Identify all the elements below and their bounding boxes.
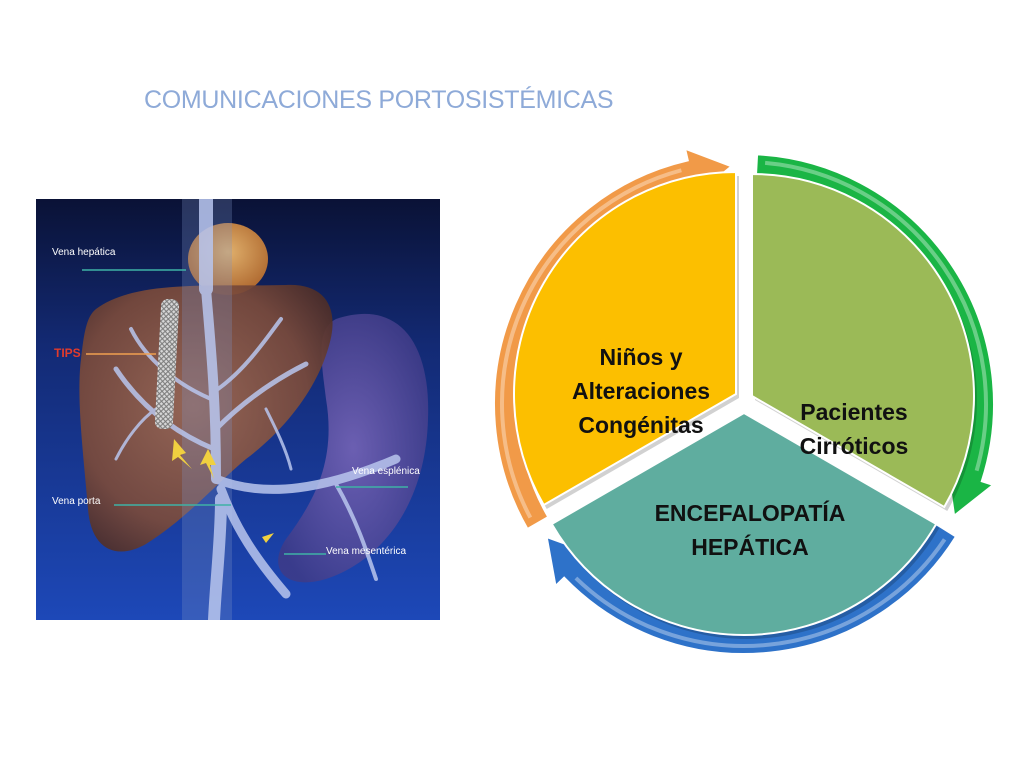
cycle-segments (513, 170, 977, 639)
cycle-segment-cirroticos (751, 172, 975, 509)
portal-vein-label: Vena porta (52, 496, 101, 507)
cycle-label-ninos-line-3: Congénitas (578, 412, 703, 438)
cycle-segment-ninos (513, 170, 737, 507)
cycle-arrow-highlight-cirroticos (764, 160, 988, 472)
vein-branches (113, 199, 401, 620)
cycle-label-cirroticos-line-2: Cirróticos (800, 433, 909, 459)
cycle-label-encefalopatia-line-1: ENCEFALOPATÍA (655, 499, 846, 526)
liver-anatomy-figure: Vena hepática TIPS Vena esplénica Vena p… (36, 199, 440, 620)
cycle-label-encefalopatia-line-2: HEPÁTICA (691, 533, 809, 560)
tips-stent (154, 298, 180, 430)
cycle-segment-encefalopatia (550, 411, 938, 636)
stomach-shape (278, 313, 429, 583)
tips-label: TIPS (54, 346, 81, 360)
slide-title: COMUNICACIONES PORTOSISTÉMICAS (144, 86, 614, 114)
anatomy-illustration: Vena hepática TIPS Vena esplénica Vena p… (36, 199, 440, 620)
hepatic-vein-label: Vena hepática (52, 247, 116, 258)
cycle-label-ninos-line-2: Alteraciones (572, 378, 710, 404)
cycle-label-cirroticos-line-1: Pacientes (800, 399, 907, 425)
liver-shape (79, 284, 333, 552)
cycle-label-ninos-line-1: Niños y (599, 344, 682, 370)
cycle-arrow-highlight-encefalopatia (574, 538, 947, 648)
flow-arrows (172, 439, 274, 543)
mesenteric-vein-label: Vena mesentérica (326, 546, 406, 557)
cycle-arrow-highlight-ninos (500, 168, 682, 519)
cycle-arrows (493, 147, 996, 655)
splenic-vein-label: Vena esplénica (352, 466, 420, 477)
